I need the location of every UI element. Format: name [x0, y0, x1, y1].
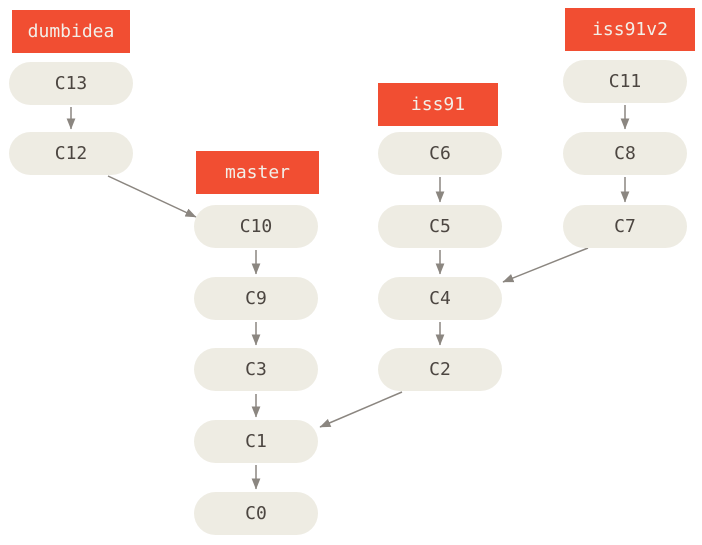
branch-label-dumbidea: dumbidea — [12, 10, 130, 53]
commit-node-c2: C2 — [378, 348, 502, 391]
commit-node-c1: C1 — [194, 420, 318, 463]
branch-label-iss91v2: iss91v2 — [565, 8, 695, 51]
commit-node-c9: C9 — [194, 277, 318, 320]
edge-c12-c10 — [107, 175, 197, 218]
branch-label-master: master — [196, 151, 319, 194]
commit-node-c10: C10 — [194, 205, 318, 248]
commit-node-c12: C12 — [9, 132, 133, 175]
commit-node-c6: C6 — [378, 132, 502, 175]
commit-node-c11: C11 — [563, 60, 687, 103]
commit-node-c8: C8 — [563, 132, 687, 175]
commit-node-c0: C0 — [194, 492, 318, 535]
commit-node-c5: C5 — [378, 205, 502, 248]
commit-node-c4: C4 — [378, 277, 502, 320]
branch-label-iss91: iss91 — [378, 83, 498, 126]
edge-c2-c1 — [319, 391, 403, 428]
edge-c7-c4 — [502, 247, 589, 283]
commit-node-c3: C3 — [194, 348, 318, 391]
commit-node-c7: C7 — [563, 205, 687, 248]
commit-node-c13: C13 — [9, 62, 133, 105]
